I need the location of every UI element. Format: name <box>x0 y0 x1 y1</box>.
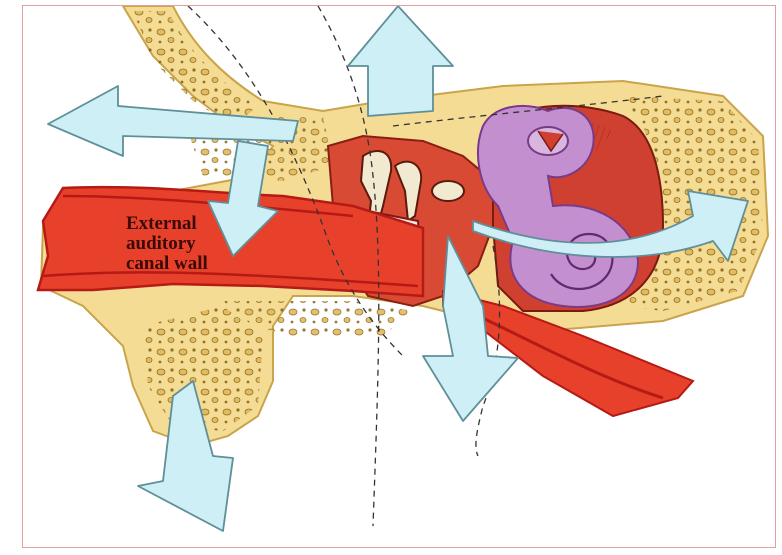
figure-frame: External auditory canal wall <box>22 5 776 548</box>
label-line-3: canal wall <box>126 253 208 274</box>
temporal-bone-diagram: External auditory canal wall <box>23 6 776 548</box>
label-line-1: External <box>126 213 197 234</box>
stapes <box>432 181 464 201</box>
canal-wall-label: External auditory canal wall <box>126 213 208 274</box>
label-line-2: auditory <box>126 233 196 254</box>
